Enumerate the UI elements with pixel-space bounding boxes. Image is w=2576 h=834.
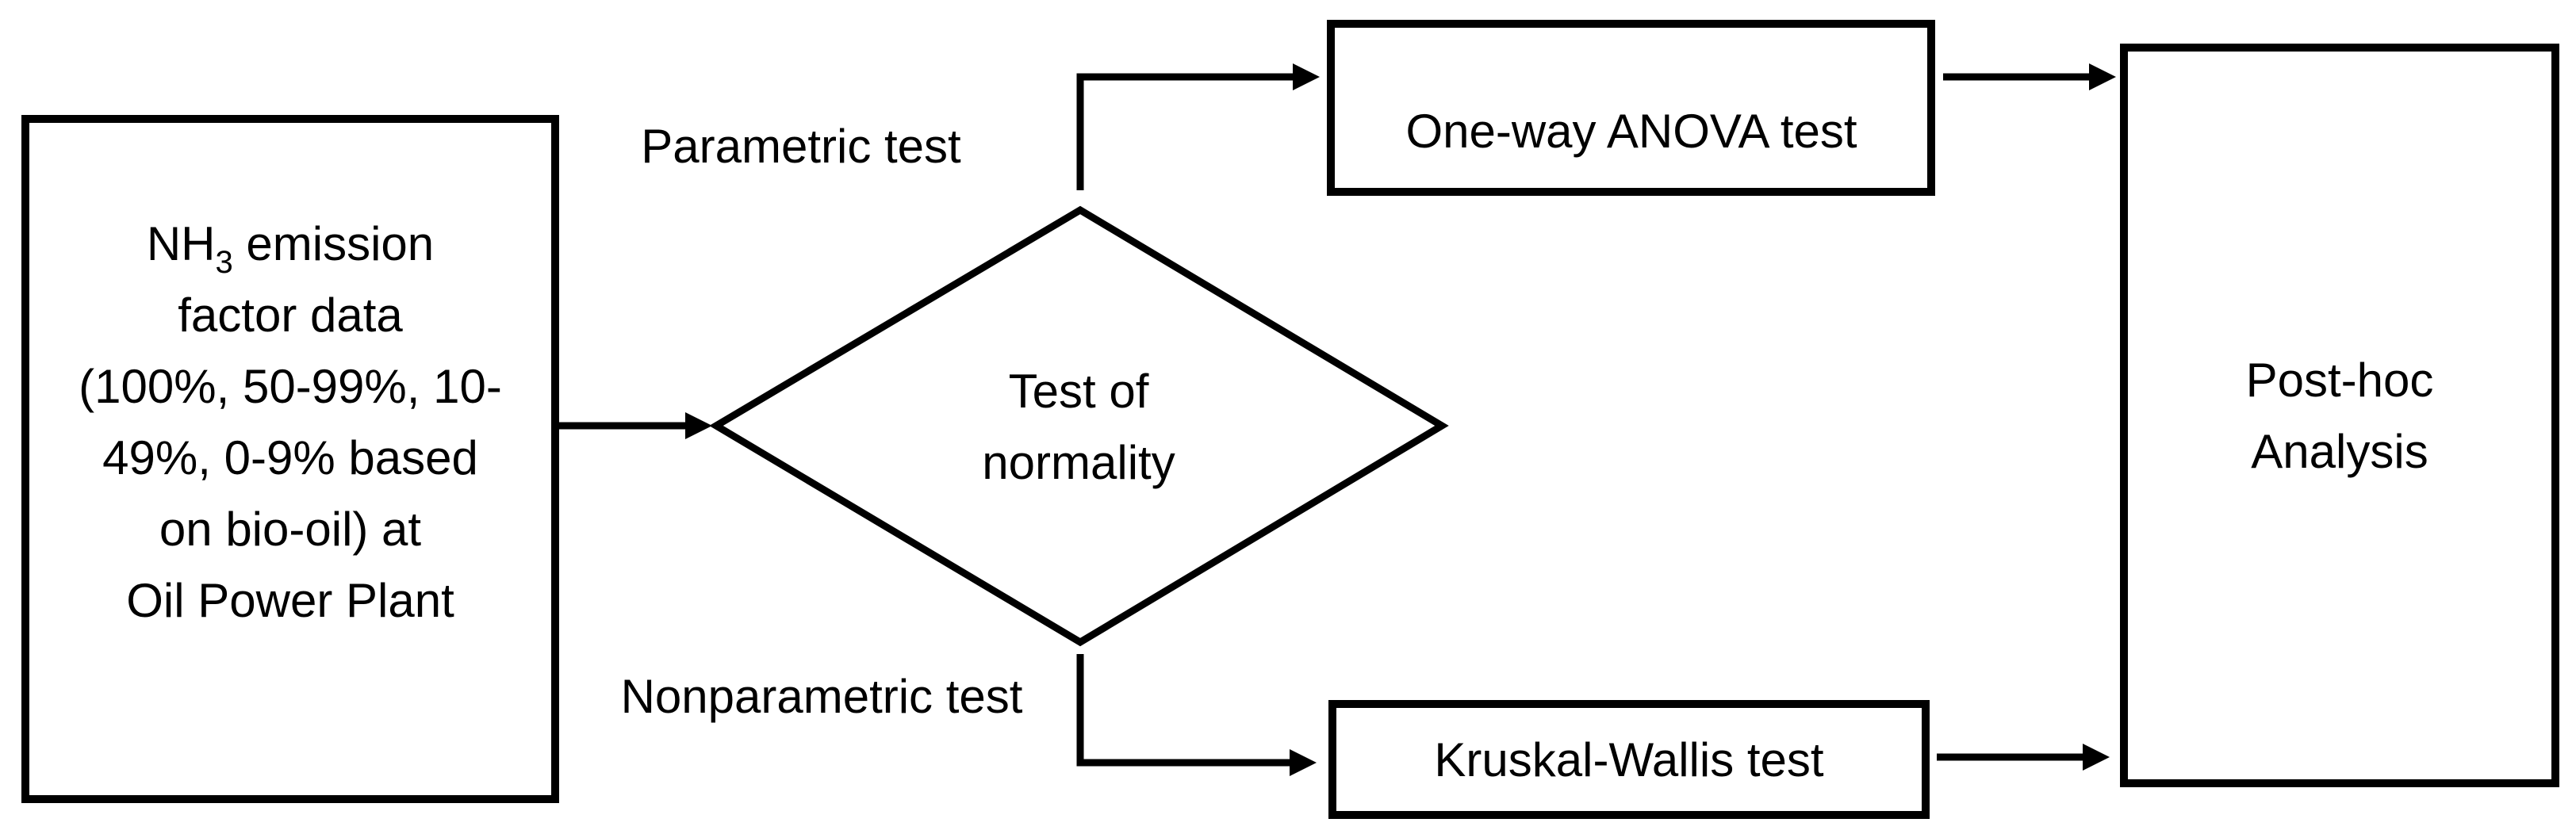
decision-label-line1: Test of — [1009, 365, 1149, 418]
edge-decision-to-anova — [1076, 73, 1294, 190]
arrowhead-kruskal-to-posthoc — [2083, 744, 2110, 771]
arrowhead-anova-to-posthoc — [2089, 63, 2116, 90]
source-data-label-line3: (100%, 50-99%, 10- — [79, 360, 502, 413]
source-data-label-line4: 49%, 0-9% based — [102, 431, 478, 484]
source-data-label-line1: NH3 emission — [147, 217, 434, 280]
decision-label-line2: normality — [982, 436, 1175, 489]
posthoc-box — [2120, 44, 2559, 787]
source-label-subscript: 3 — [216, 245, 233, 280]
arrowhead-decision-to-anova — [1293, 63, 1320, 90]
source-data-label-line6: Oil Power Plant — [126, 574, 454, 627]
source-data-label-line2: factor data — [178, 289, 403, 342]
edge-decision-to-kruskal — [1076, 654, 1291, 767]
kruskal-box-label: Kruskal-Wallis test — [1434, 733, 1824, 786]
anova-box — [1327, 20, 1935, 196]
arrowhead-decision-to-kruskal — [1290, 749, 1317, 776]
edge-label-parametric: Parametric test — [641, 120, 961, 173]
source-data-label-line5: on bio-oil) at — [159, 503, 422, 556]
anova-box-label: One-way ANOVA test — [1405, 105, 1857, 158]
source-data-box — [21, 115, 559, 803]
posthoc-box-label-line1: Post-hoc — [2246, 354, 2434, 407]
posthoc-box-label-line2: Analysis — [2251, 425, 2428, 478]
arrowhead-source-to-decision — [685, 412, 712, 439]
source-label-emission: emission — [233, 217, 434, 270]
decision-diamond — [709, 205, 1449, 647]
edge-label-nonparametric: Nonparametric test — [621, 670, 1023, 723]
source-label-nh: NH — [147, 217, 216, 270]
kruskal-box — [1328, 700, 1930, 819]
